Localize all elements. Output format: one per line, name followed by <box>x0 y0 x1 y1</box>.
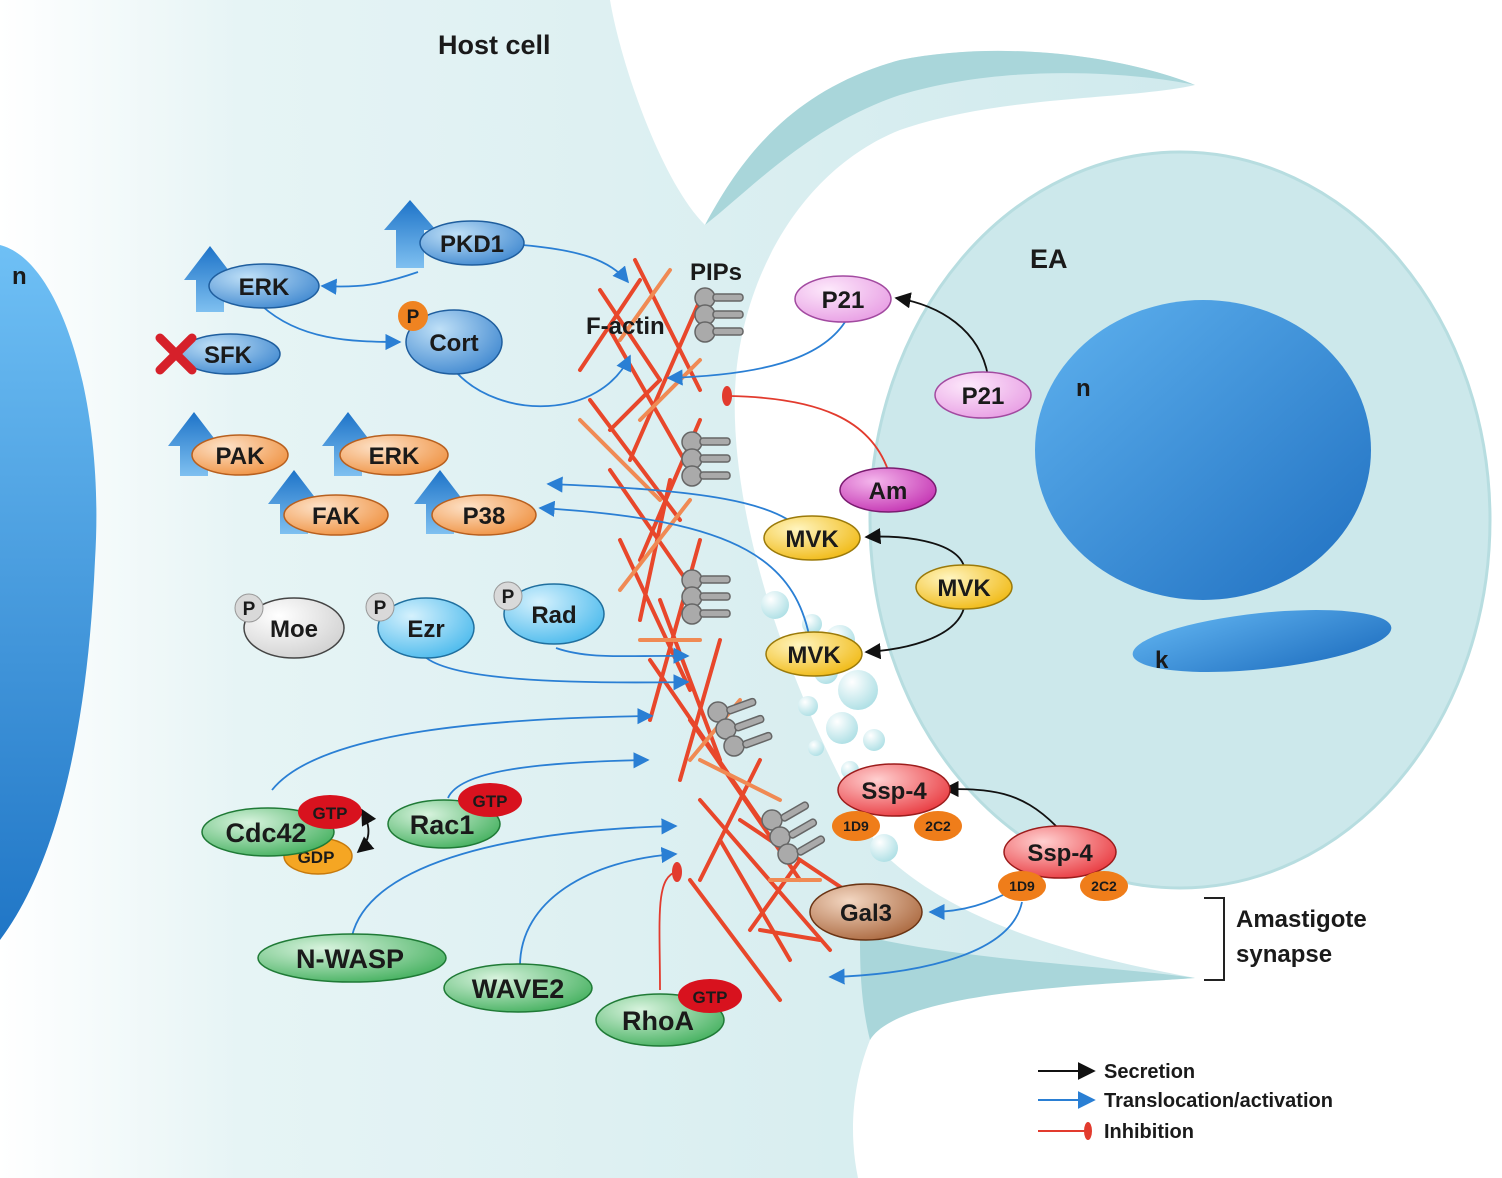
parasite-nucleus <box>1035 300 1371 600</box>
node-sfk: SFK <box>179 333 281 375</box>
cort-label: Cort <box>429 330 478 357</box>
rad-phospho: P <box>502 587 515 608</box>
fak-label: FAK <box>312 503 361 530</box>
ezr-phospho: P <box>374 598 387 619</box>
rhoa-label: RhoA <box>622 1006 694 1036</box>
host-cell-label: Host cell <box>438 30 551 60</box>
legend: Secretion Translocation/activation Inhib… <box>1038 1061 1333 1143</box>
ssp4-parasite-label: Ssp-4 <box>1027 840 1093 867</box>
black-arrows <box>356 292 1057 854</box>
mvk-lower-label: MVK <box>787 642 841 669</box>
erk-orange-label: ERK <box>369 443 420 470</box>
legend-inhibition-label: Inhibition <box>1104 1121 1194 1143</box>
p38-label: P38 <box>463 503 506 530</box>
cdc42-label: Cdc42 <box>225 818 306 848</box>
cdc42-gtp: GTP <box>313 804 348 823</box>
synapse-bracket <box>1204 897 1225 981</box>
parasite-nucleus-label: n <box>1076 375 1091 402</box>
ssp4-secreted-2c2: 2C2 <box>925 818 951 834</box>
synapse-label-line2: synapse <box>1236 941 1332 968</box>
pips-cluster-5 <box>761 801 826 865</box>
host-nucleus-label: n <box>12 263 27 290</box>
p21-secreted-label: P21 <box>822 287 865 314</box>
node-p38: P38 <box>431 494 537 536</box>
n-wasp-label: N-WASP <box>296 944 404 974</box>
node-erk-blue: ERK <box>208 263 320 309</box>
node-ssp4-secreted: Ssp-4 1D9 2C2 <box>832 763 962 841</box>
node-ezr: Ezr P <box>365 592 475 659</box>
node-cdc42: GDP GTP Cdc42 <box>201 795 362 875</box>
pips-cluster-4 <box>707 697 773 757</box>
node-p21-secreted: P21 <box>794 275 892 323</box>
node-mvk-lower: MVK <box>765 631 863 677</box>
erk-blue-label: ERK <box>239 274 290 301</box>
node-rhoa: GTP RhoA <box>595 979 742 1047</box>
f-actin-label: F-actin <box>586 313 665 340</box>
node-am: Am <box>839 467 937 513</box>
inhibition-bar-rhoa <box>672 862 682 882</box>
node-cort: Cort P <box>398 301 503 375</box>
node-gal3: Gal3 <box>809 883 923 941</box>
inhibition-bar-am <box>722 386 732 406</box>
cdc42-gdp: GDP <box>298 848 335 867</box>
node-wave2: WAVE2 <box>443 963 593 1013</box>
ssp4-secreted-1d9: 1D9 <box>843 818 869 834</box>
wave2-label: WAVE2 <box>472 974 565 1004</box>
ezr-label: Ezr <box>407 616 444 643</box>
gal3-label: Gal3 <box>840 900 892 927</box>
ea-label: EA <box>1030 244 1068 274</box>
ssp4-parasite-2c2: 2C2 <box>1091 878 1117 894</box>
pkd1-label: PKD1 <box>440 231 504 258</box>
moe-label: Moe <box>270 616 318 643</box>
synapse-label-line1: Amastigote <box>1236 906 1367 933</box>
blocked-x-icon <box>155 333 197 375</box>
p21-parasite-label: P21 <box>962 383 1005 410</box>
inhibition-arrows <box>658 395 889 991</box>
host-nucleus <box>0 245 97 940</box>
legend-secretion-label: Secretion <box>1104 1061 1195 1083</box>
node-pkd1: PKD1 <box>419 220 525 266</box>
kinetoplast <box>1132 610 1392 672</box>
cort-phospho: P <box>407 307 420 328</box>
node-fak: FAK <box>283 494 389 536</box>
moe-phospho: P <box>243 599 256 620</box>
mvk-parasite-label: MVK <box>937 575 991 602</box>
am-label: Am <box>869 478 908 505</box>
kinetoplast-label: k <box>1155 647 1169 674</box>
node-p21-parasite: P21 <box>934 371 1032 419</box>
rac1-gtp: GTP <box>473 792 508 811</box>
rhoa-gtp: GTP <box>693 988 728 1007</box>
ssp4-parasite-1d9: 1D9 <box>1009 878 1035 894</box>
node-n-wasp: N-WASP <box>257 933 447 983</box>
node-ssp4-parasite: Ssp-4 1D9 2C2 <box>998 825 1128 901</box>
pips-cluster-1 <box>694 287 744 343</box>
rad-label: Rad <box>531 602 576 629</box>
node-mvk-parasite: MVK <box>915 564 1013 610</box>
host-membrane-upper <box>705 50 1195 225</box>
node-rad: Rad P <box>493 581 605 645</box>
ssp4-secreted-label: Ssp-4 <box>861 778 927 805</box>
mvk-upper-label: MVK <box>785 526 839 553</box>
pips-label: PIPs <box>690 259 742 286</box>
legend-translocation-label: Translocation/activation <box>1104 1090 1333 1112</box>
node-rac1: GTP Rac1 <box>387 783 522 849</box>
pips-cluster-2 <box>681 431 731 487</box>
sfk-label: SFK <box>204 342 253 369</box>
node-moe: Moe P <box>234 593 345 659</box>
node-mvk-upper: MVK <box>763 515 861 561</box>
pips-cluster-3 <box>681 569 731 625</box>
node-pak: PAK <box>191 434 289 476</box>
pak-label: PAK <box>216 443 266 470</box>
rac1-label: Rac1 <box>410 810 475 840</box>
f-actin-filaments <box>578 258 862 1002</box>
node-erk-orange: ERK <box>339 434 449 476</box>
